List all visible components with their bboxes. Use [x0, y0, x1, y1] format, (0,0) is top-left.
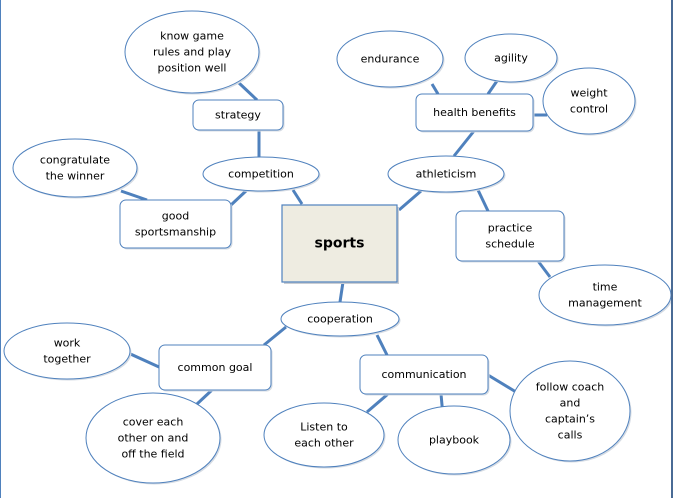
oval-shape	[85, 392, 221, 484]
connector-sports-to-athleticism	[398, 189, 422, 212]
node-listen-to-each-other[interactable]: Listen to each other	[263, 402, 386, 469]
node-label-line: good	[162, 210, 189, 223]
connector-cooperation-to-communication	[375, 334, 389, 356]
oval-shape	[12, 138, 138, 198]
node-label-line: strategy	[215, 109, 261, 122]
oval-shape	[542, 67, 636, 135]
connector-communication-to-listen-to-each-other	[366, 392, 389, 414]
node-label-line: weight	[570, 87, 608, 100]
node-cover-each-other[interactable]: cover each other on and off the field	[85, 392, 222, 485]
node-label-line: common goal	[178, 361, 253, 374]
connector-practice-schedule-to-time-management	[536, 260, 552, 278]
node-label-line: athleticism	[416, 168, 477, 181]
connector-strategy-to-know-game-rules	[237, 81, 259, 102]
central-topic-box	[281, 204, 398, 283]
node-cooperation[interactable]: cooperation	[280, 301, 401, 338]
node-label-line: health benefits	[433, 106, 516, 119]
connector-good-sportsmanship-to-congratulate-winner	[120, 189, 148, 202]
node-communication[interactable]: communication	[359, 354, 490, 396]
node-label-line: other on and	[118, 432, 189, 445]
node-label-line: playbook	[429, 434, 480, 447]
node-label-line: the winner	[46, 170, 105, 183]
oval-shape	[387, 155, 505, 193]
rounded-rect-shape	[455, 210, 565, 262]
connector-sports-to-cooperation	[338, 281, 345, 303]
oval-shape	[263, 402, 385, 468]
node-label-line: endurance	[361, 53, 420, 66]
node-label-line: off the field	[121, 448, 184, 461]
node-competition[interactable]: competition	[202, 156, 321, 193]
node-label-line: Listen to	[300, 421, 348, 434]
connector-athleticism-to-practice-schedule	[476, 189, 490, 212]
node-health-benefits[interactable]: health benefits	[415, 93, 535, 133]
oval-shape	[464, 33, 558, 83]
rounded-rect-shape	[158, 344, 272, 391]
node-know-game-rules[interactable]: know game rules and play position well	[124, 10, 261, 95]
edges-layer	[120, 77, 552, 417]
node-label-line: practice	[488, 222, 533, 235]
node-strategy[interactable]: strategy	[192, 99, 285, 132]
node-label-line: sportsmanship	[135, 226, 216, 239]
node-congratulate-winner[interactable]: congratulate the winner	[12, 138, 139, 199]
oval-shape	[336, 30, 444, 88]
oval-shape	[538, 264, 671, 326]
oval-shape	[124, 10, 260, 94]
node-label-line: follow coach	[536, 381, 605, 394]
node-label-line: each other	[294, 437, 354, 450]
oval-shape	[3, 322, 131, 380]
node-follow-coach[interactable]: follow coach and captain’s calls	[509, 360, 632, 463]
node-label-line: cooperation	[307, 313, 373, 326]
node-label-line: position well	[158, 62, 227, 75]
node-endurance[interactable]: endurance	[336, 30, 445, 89]
oval-shape	[397, 405, 511, 475]
node-weight-control[interactable]: weight control	[542, 67, 637, 136]
node-athleticism[interactable]: athleticism	[387, 155, 506, 194]
node-label-line: agility	[494, 52, 528, 65]
connector-competition-to-good-sportsmanship	[229, 188, 249, 207]
node-work-together[interactable]: work together	[3, 322, 132, 381]
node-practice-schedule[interactable]: practice schedule	[455, 210, 566, 263]
node-label-line: together	[43, 353, 91, 366]
connector-athleticism-to-health-benefits	[452, 130, 476, 157]
node-time-management[interactable]: time management	[538, 264, 673, 327]
oval-shape	[280, 301, 400, 337]
node-playbook[interactable]: playbook	[397, 405, 512, 476]
rounded-rect-shape	[192, 99, 284, 131]
node-good-sportsmanship[interactable]: good sportsmanship	[119, 199, 233, 250]
node-label-line: and	[560, 397, 581, 410]
connector-health-benefits-to-endurance	[430, 83, 440, 95]
node-label-line: schedule	[485, 238, 535, 251]
node-label-line: management	[568, 297, 642, 310]
node-label-line: cover each	[123, 416, 184, 429]
node-label-line: calls	[558, 429, 583, 442]
node-common-goal[interactable]: common goal	[158, 344, 273, 392]
rounded-rect-shape	[359, 354, 489, 395]
node-label-line: sports	[315, 236, 365, 252]
connector-common-goal-to-work-together	[125, 350, 160, 369]
node-label-line: time	[593, 281, 618, 294]
nodes-layer: sports competition strategy know game rules …	[3, 10, 673, 485]
node-agility[interactable]: agility	[464, 33, 559, 84]
node-label-line: work	[54, 337, 81, 350]
node-label-line: captain’s	[545, 413, 595, 426]
oval-shape	[202, 156, 320, 192]
node-label-line: control	[570, 103, 608, 116]
node-label-line: communication	[381, 368, 466, 381]
rounded-rect-shape	[415, 93, 534, 132]
connector-common-goal-to-cover-each-other	[195, 388, 214, 406]
oval-shape	[509, 360, 631, 462]
connector-communication-to-follow-coach	[487, 373, 517, 394]
node-label-line: competition	[228, 168, 294, 181]
central-topic-sports[interactable]: sports	[281, 204, 399, 284]
node-label-line: rules and play	[153, 46, 232, 59]
node-label-line: know game	[160, 30, 224, 43]
node-label-line: congratulate	[40, 154, 110, 167]
connector-cooperation-to-common-goal	[263, 325, 287, 347]
connector-sports-to-competition	[291, 189, 304, 205]
rounded-rect-shape	[119, 199, 232, 249]
